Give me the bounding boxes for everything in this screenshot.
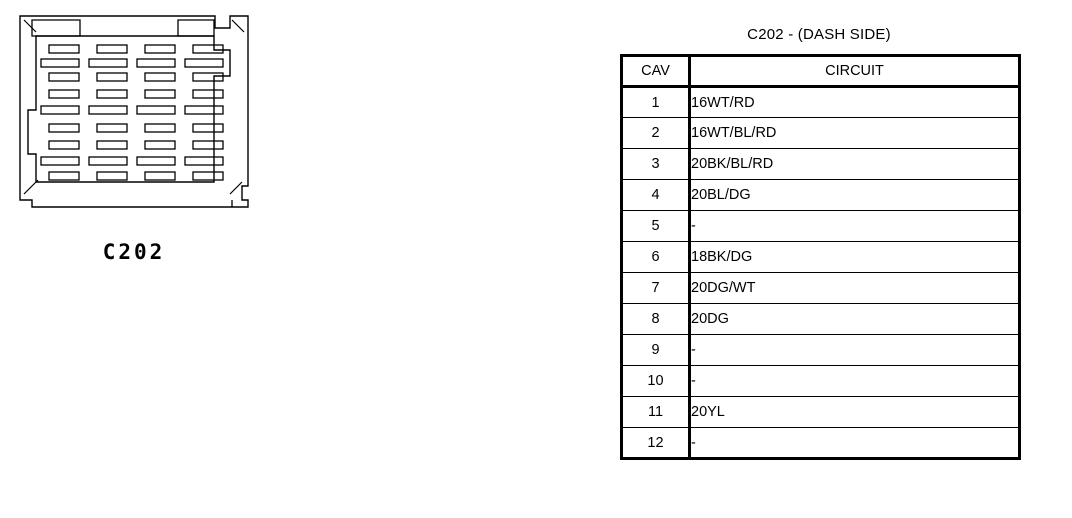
cell-cav: 9 — [621, 334, 691, 366]
connector-label: C202 — [102, 240, 166, 264]
cell-cav: 11 — [621, 396, 691, 428]
cell-circuit: 16WT/RD — [689, 86, 1020, 118]
connector-outer-shell — [19, 15, 249, 208]
cell-circuit: 20DG — [689, 303, 1020, 335]
cell-circuit: - — [689, 210, 1020, 242]
cell-circuit: - — [689, 427, 1020, 459]
table-row: 9- — [621, 334, 1020, 366]
column-header-circuit: CIRCUIT — [689, 55, 1020, 88]
connector-tab-upper-left — [31, 19, 81, 37]
cell-circuit: 20YL — [689, 396, 1020, 428]
chamfer-top-left — [23, 19, 37, 33]
cell-circuit: 20DG/WT — [689, 272, 1020, 304]
cell-circuit: 18BK/DG — [689, 241, 1020, 273]
connector-inner-body — [27, 35, 231, 183]
chamfer-top-right — [231, 19, 245, 33]
connector-figure — [18, 14, 250, 209]
cell-cav: 2 — [621, 117, 691, 149]
table-header-row: CAV CIRCUIT — [621, 55, 1020, 88]
chamfer-bottom-right — [229, 181, 243, 195]
cell-cav: 1 — [621, 86, 691, 118]
cell-circuit: 20BK/BL/RD — [689, 148, 1020, 180]
cell-circuit: - — [689, 365, 1020, 397]
table-row: 5- — [621, 210, 1020, 242]
cell-cav: 6 — [621, 241, 691, 273]
column-header-cav: CAV — [621, 55, 691, 88]
connector-face-diagram — [19, 15, 249, 208]
terminal-slot-grid — [40, 44, 224, 181]
cell-cav: 4 — [621, 179, 691, 211]
cell-cav: 3 — [621, 148, 691, 180]
connector-tab-upper-right — [177, 19, 215, 37]
cell-circuit: - — [689, 334, 1020, 366]
chamfer-bottom-left — [23, 179, 39, 195]
table-title: C202 - (DASH SIDE) — [747, 26, 891, 43]
table-row: 12- — [621, 427, 1020, 459]
cell-cav: 8 — [621, 303, 691, 335]
cell-circuit: 20BL/DG — [689, 179, 1020, 211]
cell-circuit: 16WT/BL/RD — [689, 117, 1020, 149]
cell-cav: 12 — [621, 427, 691, 459]
cell-cav: 5 — [621, 210, 691, 242]
cell-cav: 7 — [621, 272, 691, 304]
cell-cav: 10 — [621, 365, 691, 397]
table-row: 10- — [621, 365, 1020, 397]
